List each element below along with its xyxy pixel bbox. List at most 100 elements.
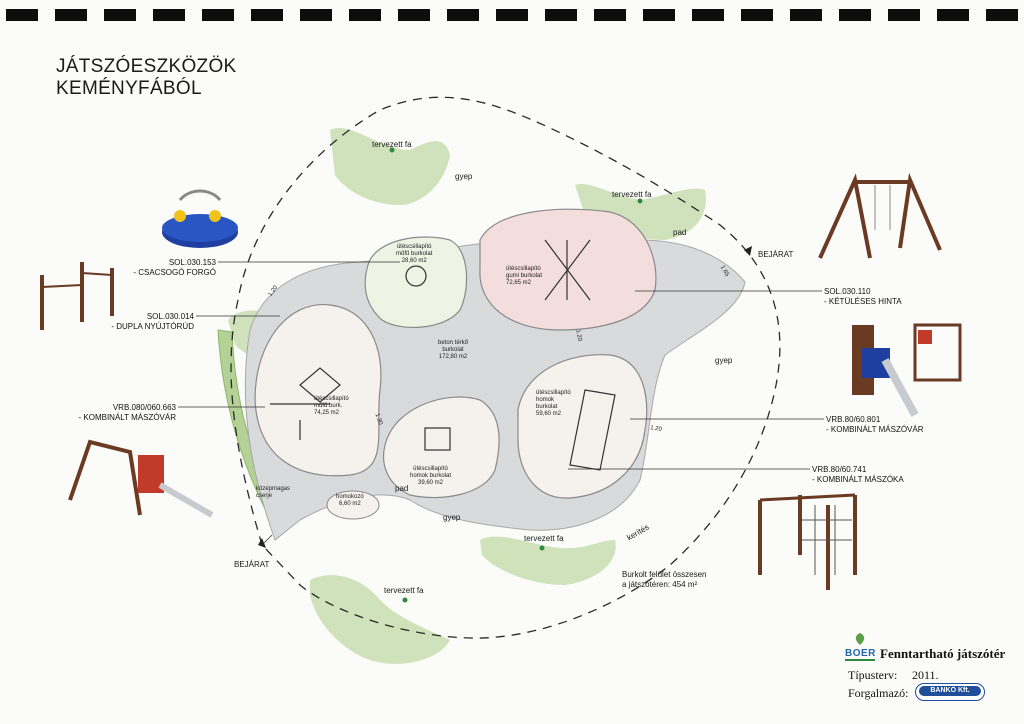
zone-sand-mid <box>383 396 500 499</box>
hedge-line-1: középmagas <box>256 486 291 492</box>
type-value: 2011. <box>912 668 939 682</box>
label-sol030110: SOL.030.110 - KÉTÜLÉSES HINTA <box>824 287 902 307</box>
boer-logo-underline <box>845 659 875 661</box>
label-entrance-left: BEJÁRAT <box>234 560 270 569</box>
label-zone-sand-right: ütéscsillapító homok burkolat 59,60 m2 <box>536 390 571 418</box>
vrb8060741-name: - KOMBINÁLT MÁSZÓKA <box>812 475 904 484</box>
label-tree-top: tervezett fa <box>372 140 412 149</box>
zone-left-line-2: műfű burk. <box>314 403 343 409</box>
type-label: Típusterv: <box>848 668 898 682</box>
label-sol030153: SOL.030.153 - CSACSOGÓ FORGÓ <box>133 258 216 278</box>
zone-sand-mid-line-1: ütéscsillapító <box>413 466 448 472</box>
title-line-2: KEMÉNYFÁBÓL <box>56 78 202 99</box>
page-title: JÁTSZÓESZKÖZÖK KEMÉNYFÁBÓL <box>56 56 237 100</box>
surface-note-line-2: a játszótéren: 454 m² <box>622 580 698 589</box>
border-segment <box>545 9 577 21</box>
sol030153-code: SOL.030.153 <box>168 258 216 267</box>
top-border-strip <box>0 0 1024 22</box>
vrb80601801-name: - KOMBINÁLT MÁSZÓVÁR <box>826 425 924 434</box>
border-segment <box>888 9 920 21</box>
vrb080060663-code: VRB.080/060.663 <box>112 403 176 412</box>
zone-sand-right-line-1: ütéscsillapító <box>536 390 571 396</box>
label-pad-bottom: pad <box>395 484 409 493</box>
zone-top <box>364 236 468 329</box>
border-segment <box>594 9 626 21</box>
illustration-climbing-tower-left <box>68 439 214 518</box>
zone-top-line-1: ütéscsillapító <box>396 244 432 250</box>
label-tree-right: tervezett fa <box>612 190 652 199</box>
zone-sand-right-line-2: homok <box>536 397 555 403</box>
illustration-climbing-tower-right <box>852 323 962 417</box>
border-segment <box>741 9 773 21</box>
sol030014-name: - DUPLA NYÚJTÓRÚD <box>111 322 194 331</box>
zone-right-line-2: gumi burkolat <box>506 273 543 279</box>
border-segment <box>6 9 38 21</box>
zone-sand-right-line-3: burkolat <box>536 404 558 410</box>
border-segment <box>153 9 185 21</box>
label-entrance-right: BEJÁRAT <box>758 250 794 259</box>
label-hedge: középmagas cserje <box>256 486 290 500</box>
sandbox <box>326 490 380 520</box>
label-pad-right: pad <box>673 228 687 237</box>
leaf-icon <box>855 633 865 645</box>
sandbox-line-1: homokozó <box>336 494 364 500</box>
zone-left-line-1: ütéscsillapító <box>314 396 349 402</box>
paving-line-2: burkolat <box>442 347 464 353</box>
illustration-swing <box>818 172 942 259</box>
vrb8060741-code: VRB.80/60.741 <box>812 465 867 474</box>
illustration-merry-go-round <box>162 189 238 248</box>
leader-lines <box>178 261 824 546</box>
distributor-badge-text: BANKÓ Kft. <box>919 686 981 696</box>
tree-markers <box>389 147 643 603</box>
distributor-label: Forgalmazó: <box>848 686 909 700</box>
sandbox-line-2: 6,60 m2 <box>339 501 361 507</box>
label-lawn-right: gyep <box>715 356 733 365</box>
label-zone-right: ütéscsillapító gumi burkolat 72,65 m2 <box>506 266 542 287</box>
plot-boundary <box>230 96 781 639</box>
label-tree-bottom-left: tervezett fa <box>384 586 424 595</box>
label-zone-left: ütéscsillapító műfű burk. 74,25 m2 <box>314 396 349 417</box>
border-segment <box>251 9 283 21</box>
label-vrb8060741: VRB.80/60.741 - KOMBINÁLT MÁSZÓKA <box>812 465 904 485</box>
border-segment <box>55 9 87 21</box>
paving-line-1: beton térkő <box>438 340 469 346</box>
label-sol030014: SOL.030.014 - DUPLA NYÚJTÓRÚD <box>111 312 194 332</box>
boer-logo: BOER <box>845 648 876 659</box>
illustration-climbing-frame <box>758 493 857 590</box>
label-paving: beton térkő burkolat 172,80 m2 <box>438 340 468 361</box>
zone-sand-right <box>517 354 648 499</box>
label-zone-sand-mid: ütéscsillapító homok burkolat 39,60 m2 <box>410 466 451 487</box>
border-segment <box>202 9 234 21</box>
zone-sand-right-line-4: 59,60 m2 <box>536 411 562 417</box>
border-segment <box>643 9 675 21</box>
brand-name: Fenntartható játszótér <box>880 646 1006 661</box>
border-segment <box>300 9 332 21</box>
zone-top-line-2: műfű burkolat <box>396 251 433 257</box>
illustration-pull-up-bar <box>40 262 114 330</box>
border-segment <box>937 9 969 21</box>
hedge-line-2: cserje <box>256 493 273 499</box>
border-segment <box>349 9 381 21</box>
distributor-badge: BANKÓ Kft. <box>915 683 985 701</box>
vrb080060663-name: - KOMBINÁLT MÁSZÓVÁR <box>78 413 177 422</box>
label-vrb080060663: VRB.080/060.663 - KOMBINÁLT MÁSZÓVÁR <box>79 403 177 423</box>
zone-top-line-3: 28,60 m2 <box>401 258 427 264</box>
sol030014-code: SOL.030.014 <box>146 312 194 321</box>
zone-left-line-3: 74,25 m2 <box>314 410 340 416</box>
border-segment <box>447 9 479 21</box>
label-lawn-top: gyep <box>455 172 473 181</box>
border-segment <box>790 9 822 21</box>
surface-note-line-1: Burkolt felület összesen <box>622 570 707 579</box>
label-zone-top: ütéscsillapító műfű burkolat 28,60 m2 <box>396 244 432 265</box>
zone-left <box>254 304 382 477</box>
label-vrb80601801: VRB.80/60.801 - KOMBINÁLT MÁSZÓVÁR <box>826 415 924 435</box>
sol030110-code: SOL.030.110 <box>824 287 871 296</box>
surface-note: Burkolt felület összesen a játszótéren: … <box>622 570 707 590</box>
equipment-footprints <box>270 239 616 471</box>
label-lawn-bottom: gyep <box>443 513 461 522</box>
title-line-1: JÁTSZÓESZKÖZÖK <box>56 56 237 77</box>
zone-sand-mid-line-2: homok burkolat <box>410 473 452 479</box>
sol030153-name: - CSACSOGÓ FORGÓ <box>133 268 216 277</box>
border-segment <box>398 9 430 21</box>
